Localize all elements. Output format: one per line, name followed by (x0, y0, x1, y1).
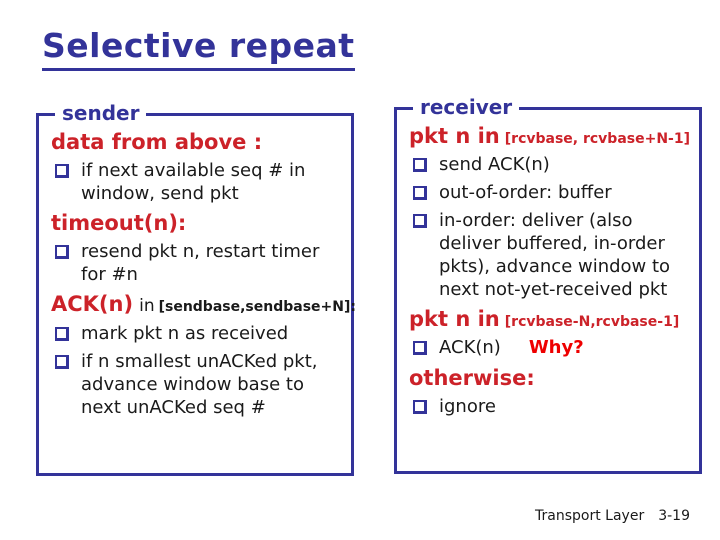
sender-ack-label: ACK(n) (51, 292, 134, 317)
footer-section-label: Transport Layer (535, 508, 645, 524)
sender-header-data-from-above: data from above : (51, 130, 263, 154)
square-bullet-icon (413, 399, 427, 414)
square-bullet-icon (55, 245, 69, 260)
square-bullet-icon (55, 164, 69, 179)
sender-header-timeout: timeout(n): (51, 211, 187, 236)
receiver-bullet-2: out-of-order: buffer (411, 181, 691, 204)
square-bullet-icon (55, 326, 69, 341)
receiver-header-pkt-in-window: pkt n in[rcvbase, rcvbase+N-1] (409, 124, 691, 148)
slide-footer: Transport Layer 3-19 (535, 508, 690, 524)
sender-box-label: sender (55, 101, 147, 125)
receiver-bullet-4: ACK(n) Why? (411, 336, 691, 359)
why-annotation: Why? (528, 337, 584, 359)
square-bullet-icon (413, 341, 427, 356)
square-bullet-icon (413, 214, 427, 229)
receiver-pkt-range: [rcvbase, rcvbase+N-1] (504, 131, 691, 147)
square-bullet-icon (413, 186, 427, 201)
footer-page-number: 3-19 (658, 508, 690, 524)
sender-ack-mid: in (139, 296, 155, 317)
sender-bullet-1: if next available seq # in window, send … (53, 159, 343, 205)
receiver-bullet-5: ignore (411, 395, 691, 418)
square-bullet-icon (413, 158, 427, 173)
sender-bullet-4: if n smallest unACKed pkt, advance windo… (53, 350, 343, 419)
receiver-pkt-label: pkt n in (409, 124, 500, 148)
slide-title: Selective repeat (42, 26, 355, 71)
sender-bullet-3: mark pkt n as received (53, 322, 343, 345)
receiver-header-otherwise: otherwise: (409, 365, 535, 390)
receiver-pkt-prev-range: [rcvbase-N,rcvbase-1] (504, 314, 680, 331)
receiver-pkt-prev-label: pkt n in (409, 307, 500, 332)
receiver-bullet-3: in-order: deliver (also deliver buffered… (411, 209, 691, 301)
receiver-box: receiver pkt n in[rcvbase, rcvbase+N-1] … (394, 95, 702, 474)
sender-ack-range: [sendbase,sendbase+N]: (158, 299, 356, 316)
sender-box: sender data from above : if next availab… (36, 101, 356, 476)
square-bullet-icon (55, 354, 69, 369)
receiver-header-pkt-prev-window: pkt n in[rcvbase-N,rcvbase-1] (409, 307, 691, 331)
sender-header-ack: ACK(n)in[sendbase,sendbase+N]: (51, 292, 356, 317)
receiver-box-label: receiver (413, 95, 520, 119)
receiver-bullet-1: send ACK(n) (411, 153, 691, 176)
sender-bullet-2: resend pkt n, restart timer for #n (53, 240, 343, 286)
